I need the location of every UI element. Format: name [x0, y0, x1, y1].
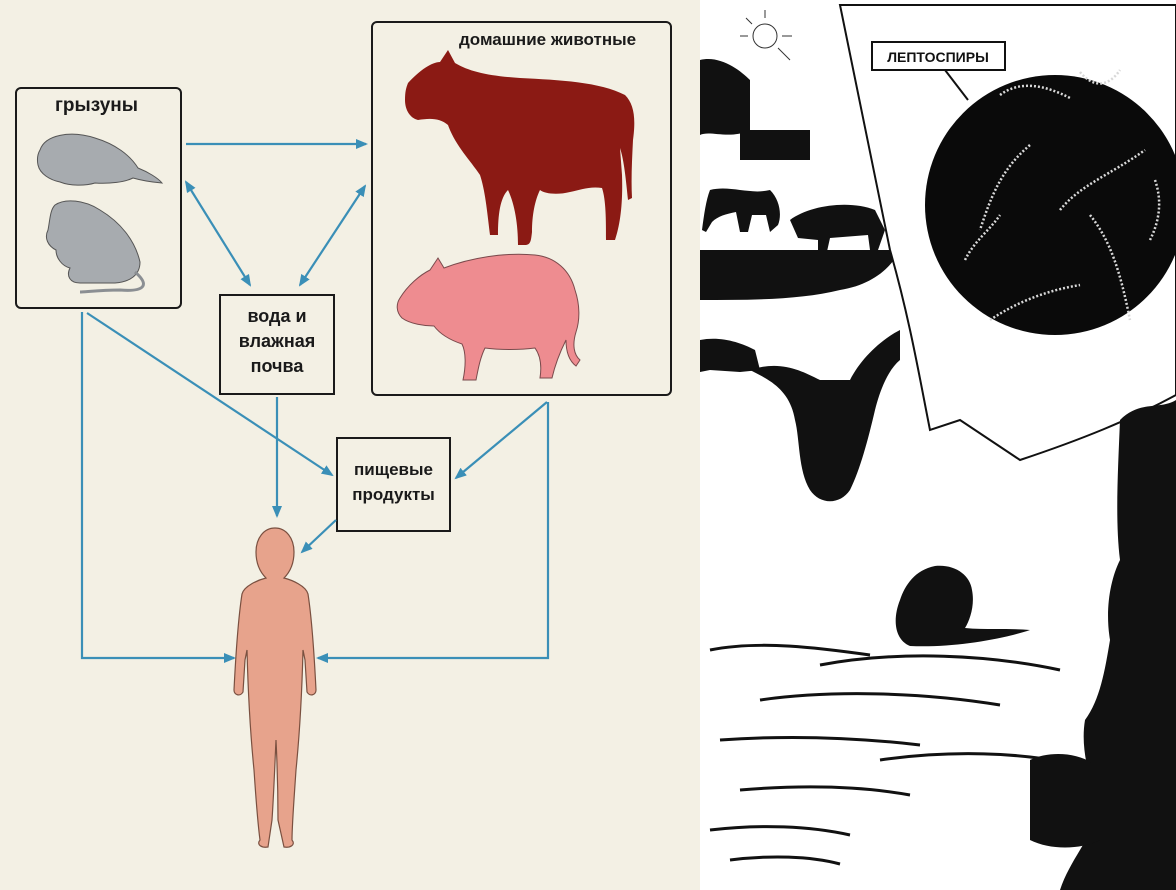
arrow-food-to-human — [302, 520, 336, 552]
human-icon — [234, 528, 316, 847]
diagram-graphics — [0, 0, 700, 890]
arrow-rodents-water — [186, 182, 250, 285]
rat-icon — [37, 134, 162, 185]
arrow-domestic-water — [300, 186, 365, 285]
pig-icon — [397, 254, 580, 380]
mouse-icon — [46, 201, 143, 292]
arrows — [82, 144, 548, 658]
arrow-domestic-to-human — [318, 402, 548, 658]
arrow-rodents-to-human — [82, 312, 234, 658]
arrow-rodents-to-food — [87, 313, 332, 475]
illustration-graphics: ЛЕПТОСПИРЫ — [700, 0, 1176, 890]
cow-icon — [405, 50, 634, 245]
transmission-diagram: грызуны домашние животные вода и влажная… — [0, 0, 700, 890]
microscope-view — [925, 75, 1176, 335]
leptospira-label: ЛЕПТОСПИРЫ — [887, 49, 989, 65]
arrow-domestic-to-food — [456, 402, 547, 478]
leptospira-illustration: ЛЕПТОСПИРЫ — [700, 0, 1176, 890]
